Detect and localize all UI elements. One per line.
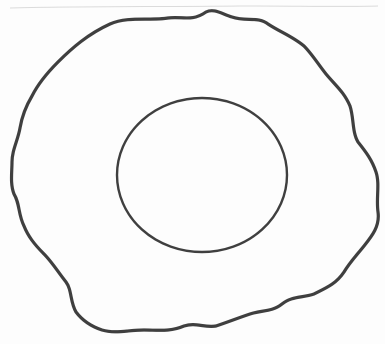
cell-membrane-outline xyxy=(12,11,379,332)
scan-artifact-line xyxy=(10,6,378,8)
nucleus-outline xyxy=(117,98,287,252)
